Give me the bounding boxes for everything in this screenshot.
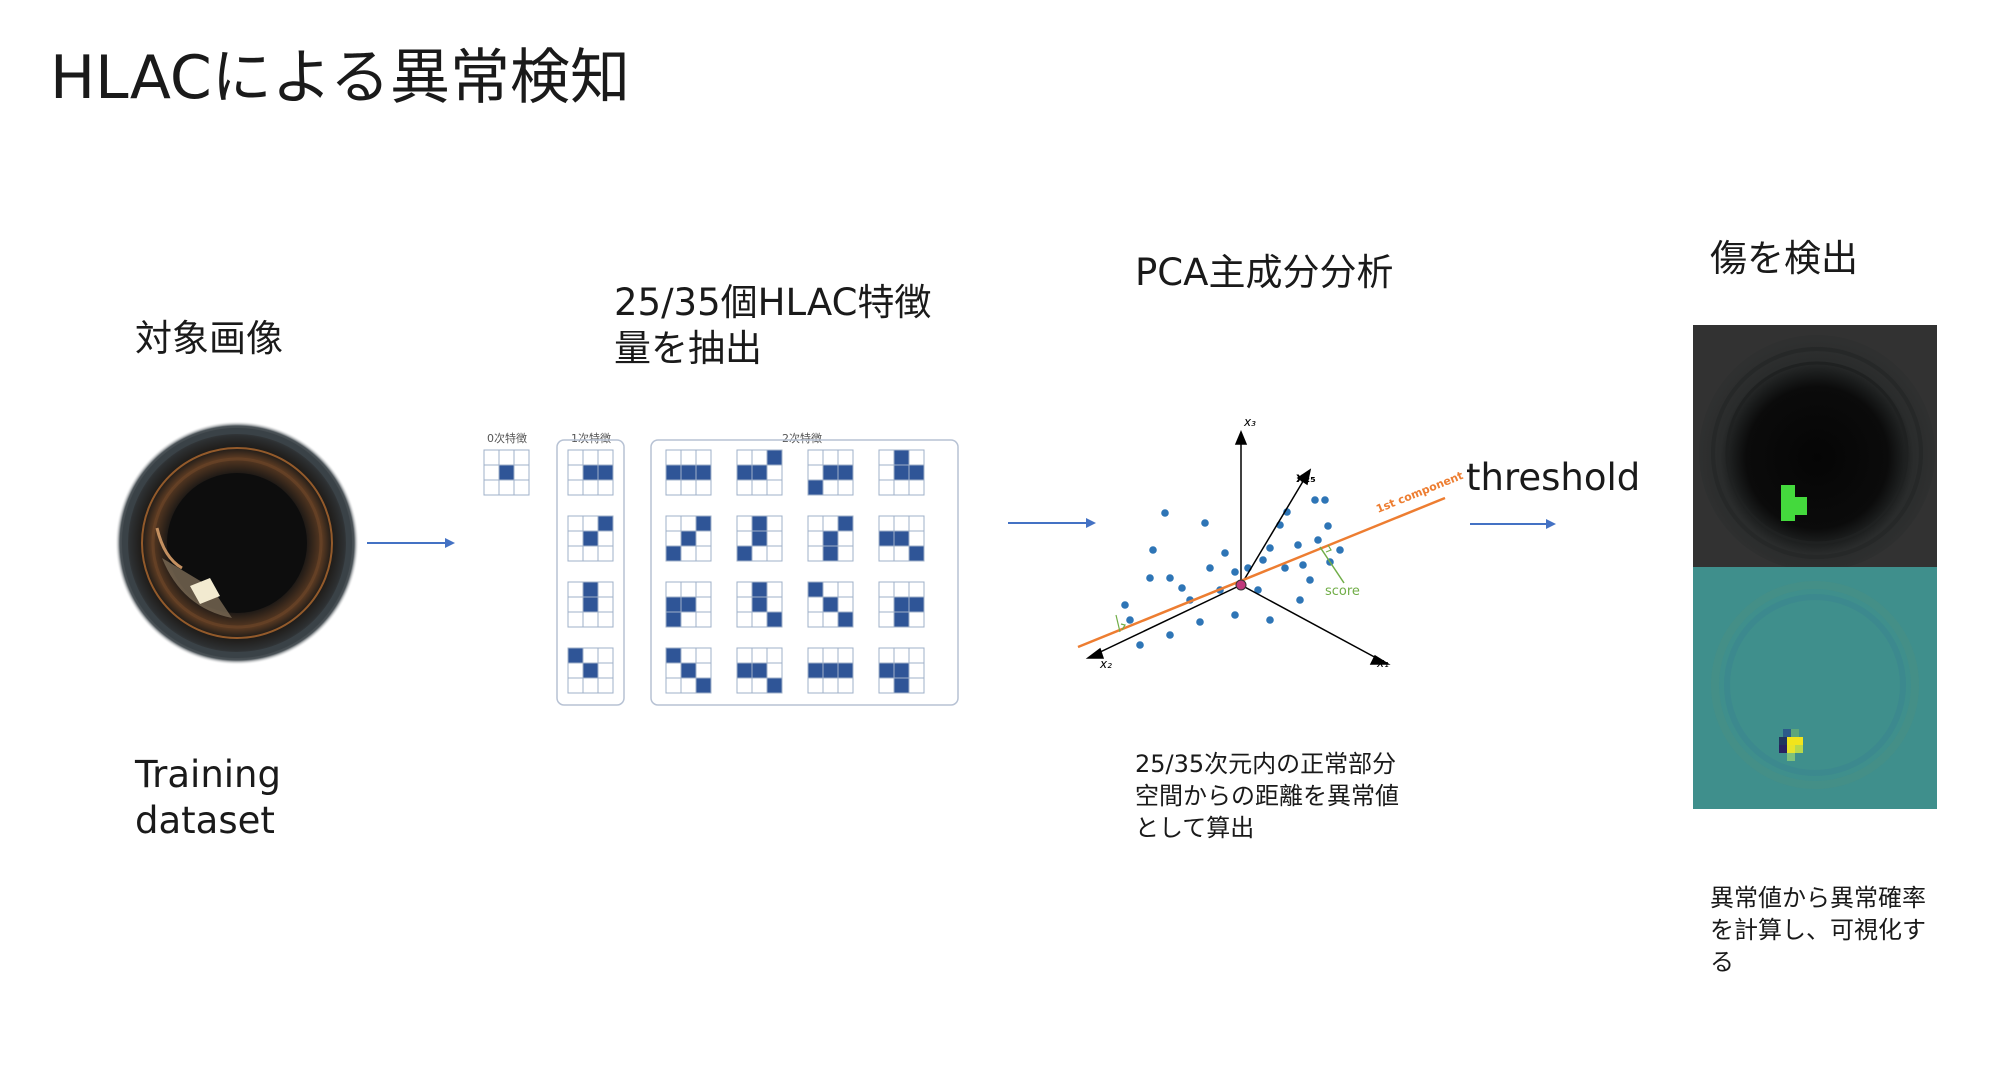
axis-x3-head — [1234, 430, 1248, 445]
hlac-mask-2-5 — [665, 515, 712, 562]
hlac-mask-2-13 — [665, 647, 712, 694]
pca-point — [1336, 546, 1344, 554]
flaw-highlight — [1781, 485, 1795, 521]
page-title: HLACによる異常検知 — [50, 43, 631, 113]
pca-point — [1196, 618, 1204, 626]
pca-note-line2: 空間からの距離を異常値 — [1135, 782, 1399, 810]
flow-arrow-2-head — [1086, 518, 1096, 528]
pca-point — [1136, 641, 1144, 649]
pca-point — [1321, 496, 1329, 504]
pca-point — [1121, 601, 1129, 609]
hlac-mask-1-3 — [567, 581, 614, 628]
hlac-mask-1-4 — [567, 647, 614, 694]
pca-point — [1178, 584, 1186, 592]
pca-point — [1281, 564, 1289, 572]
features-heading-line2: 量を抽出 — [614, 327, 762, 370]
threshold-label: threshold — [1466, 456, 1641, 499]
hlac-mask-2-7 — [807, 515, 854, 562]
axis-x3-label: x₃ — [1243, 415, 1256, 429]
axis-x25 — [1240, 477, 1306, 586]
pca-point — [1324, 522, 1332, 530]
axis-x2 — [1095, 584, 1242, 655]
hlac-mask-2-3 — [807, 449, 854, 496]
pca-note-line1: 25/35次元内の正常部分 — [1135, 750, 1397, 778]
pca-point — [1294, 541, 1302, 549]
hlac-mask-2-6 — [736, 515, 783, 562]
score-projection — [1319, 546, 1345, 584]
flow-arrow-3-head — [1546, 519, 1556, 529]
target-caption-line2: dataset — [135, 799, 275, 842]
axis-x1-label: x₁ — [1376, 656, 1389, 670]
pca-point — [1296, 596, 1304, 604]
hlac-mask-2-15 — [807, 647, 854, 694]
hlac-mask-2-1 — [665, 449, 712, 496]
hlac-mask-2-16 — [878, 647, 925, 694]
pca-point — [1311, 496, 1319, 504]
pca-point — [1149, 546, 1157, 554]
hlac-mask-2-9 — [665, 581, 712, 628]
detect-note-line3: る — [1710, 948, 1734, 976]
pca-note-line3: として算出 — [1135, 814, 1255, 842]
hlac-mask-2-12 — [878, 581, 925, 628]
pca-point — [1146, 574, 1154, 582]
group2-frame — [650, 439, 959, 706]
pca-point — [1201, 519, 1209, 527]
axis-x2-label: x₂ — [1099, 657, 1112, 671]
detected-flaw-image — [1693, 325, 1937, 571]
pca-point — [1126, 616, 1134, 624]
pca-origin — [1235, 579, 1247, 591]
score-label: score — [1325, 584, 1360, 599]
projection-marker — [1115, 614, 1121, 633]
flow-arrow-1-head — [445, 538, 455, 548]
hlac-mask-0 — [483, 449, 530, 496]
pca-point — [1161, 509, 1169, 517]
hlac-mask-2-2 — [736, 449, 783, 496]
group0-label: 0次特徴 — [487, 431, 527, 445]
hlac-mask-2-10 — [736, 581, 783, 628]
group1-frame — [556, 439, 625, 706]
pca-point — [1299, 561, 1307, 569]
pca-heading: PCA主成分分析 — [1135, 251, 1394, 294]
hlac-mask-2-4 — [878, 449, 925, 496]
pca-point — [1231, 611, 1239, 619]
axis-x25-label: x₂₅ — [1296, 471, 1316, 486]
hlac-patterns: 0次特徴 1次特徴 2次特徴 — [483, 431, 959, 706]
detect-note-line1: 異常値から異常確率 — [1710, 884, 1926, 912]
hlac-mask-1-1 — [567, 449, 614, 496]
pca-plot: x₃ x₂₅ x₁ x₂ 1st component score — [1077, 415, 1465, 671]
axis-x25-head — [1296, 468, 1312, 486]
pca-point — [1221, 549, 1229, 557]
axis-x2-head — [1085, 647, 1105, 659]
target-bottle-image — [115, 421, 359, 665]
features-heading-line1: 25/35個HLAC特徴 — [614, 281, 932, 324]
detect-heading: 傷を検出 — [1710, 237, 1858, 280]
pca-point — [1254, 586, 1262, 594]
pca-point — [1266, 616, 1274, 624]
group2-label: 2次特徴 — [782, 431, 822, 445]
pca-point — [1231, 568, 1239, 576]
axis-x1-head — [1369, 654, 1391, 665]
hlac-mask-2-14 — [736, 647, 783, 694]
target-heading: 対象画像 — [135, 317, 283, 360]
pca-point — [1266, 544, 1274, 552]
pca-point — [1314, 536, 1322, 544]
pca-point — [1206, 564, 1214, 572]
first-component-line — [1077, 496, 1446, 649]
anomaly-heatmap — [1693, 567, 1937, 809]
target-caption-line1: Training — [135, 753, 281, 796]
group1-label: 1次特徴 — [571, 431, 611, 445]
pca-point — [1166, 574, 1174, 582]
pca-point — [1166, 631, 1174, 639]
hlac-mask-1-2 — [567, 515, 614, 562]
hlac-mask-2-11 — [807, 581, 854, 628]
detect-note-line2: を計算し、可視化す — [1710, 916, 1926, 944]
hlac-mask-2-8 — [878, 515, 925, 562]
pca-point — [1306, 576, 1314, 584]
pca-point — [1259, 556, 1267, 564]
axis-x1 — [1240, 584, 1381, 661]
